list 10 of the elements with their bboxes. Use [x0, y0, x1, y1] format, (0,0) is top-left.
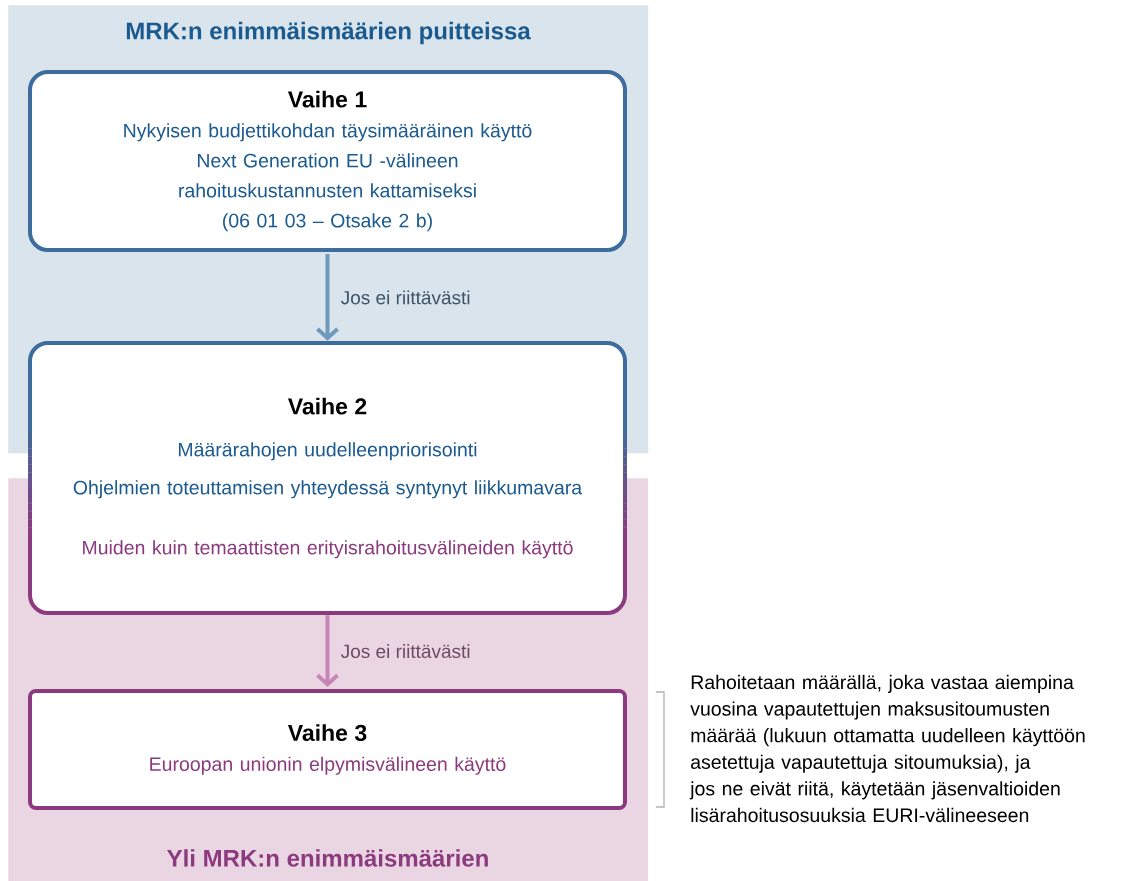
- edge-label: Jos ei riittävästi: [341, 290, 470, 305]
- band-heading: Yli MRK:n enimmäismäärien: [167, 849, 488, 867]
- step-box: Vaihe 1 Nykyisen budjettikohdan täysimääräinen käyttö Next Generation EU -välineen rahoituskustannusten kattamiseksi (06 01 03 – Otsake 2 b): [28, 70, 627, 252]
- step-box: Vaihe 2 Määrärahojen uudelleenpriorisointi Ohjelmien toteuttamisen yhteydessä syntynyt liikkumavara Muiden kuin temaattisten erityisrahoitusvälineiden käyttö: [28, 341, 627, 615]
- edge-label: Jos ei riittävästi: [341, 644, 470, 659]
- note-text: Rahoitetaan määrällä, joka vastaa aiempina vuosina vapautettujen maksusitoumusten määrää (lukuun ottamatta uudelleen käyttöön asetettuja vapautettuja sitoumuksia), ja jos ne eivät riitä, käytetään jäsenvaltioiden lisärahoitusosuuksia EURI-välineeseen: [689, 674, 1085, 823]
- arrow: [316, 615, 339, 687]
- step-box: Vaihe 3 Euroopan unionin elpymisvälineen käyttö: [28, 689, 627, 810]
- arrow: [316, 254, 339, 341]
- band-heading: MRK:n enimmäismäärien puitteissa: [126, 21, 531, 45]
